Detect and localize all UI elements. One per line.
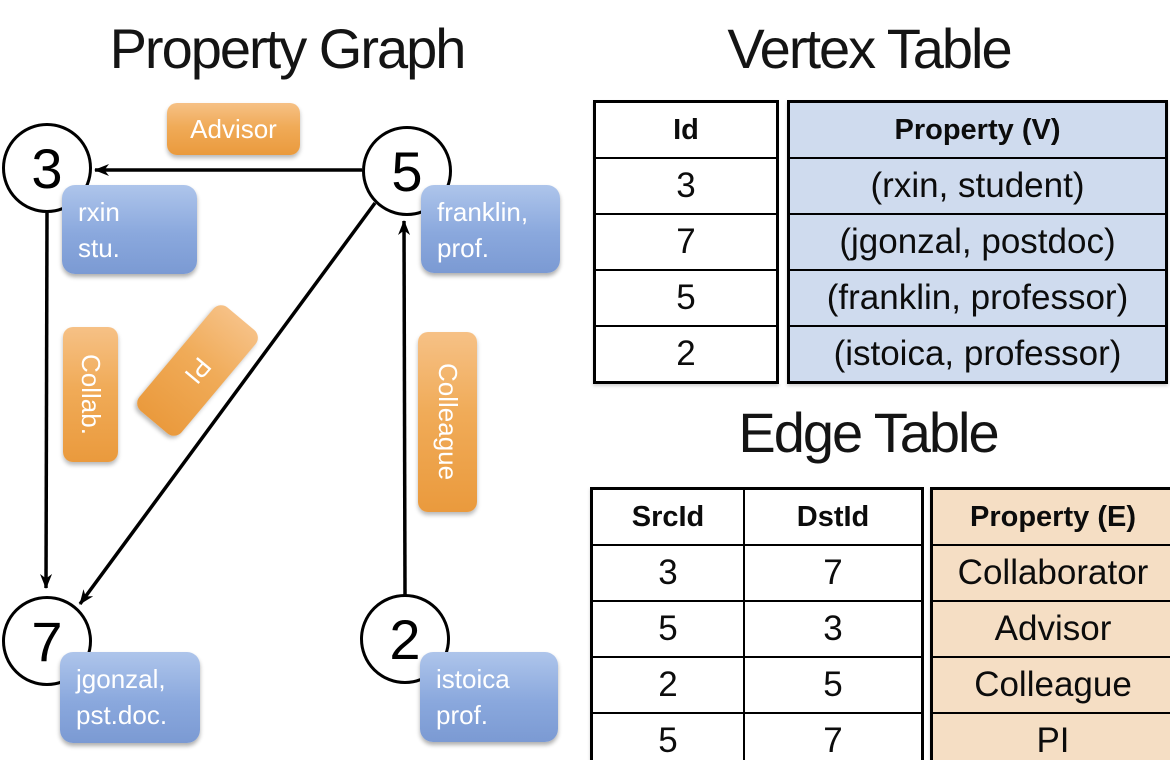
node-3-id: 3 — [31, 136, 63, 200]
vertex-property-box-2: istoica prof. — [420, 652, 558, 742]
graph-edges — [40, 164, 411, 606]
vertex-property-3-line1: rxin — [78, 197, 120, 227]
edge-table-id-columns: SrcId DstId 3 7 5 3 2 5 5 7 — [590, 487, 924, 760]
edge-table-cell-src: 5 — [590, 712, 745, 760]
edge-table-cell-dst: 7 — [743, 544, 924, 602]
node-2: 2 — [360, 594, 450, 684]
vertex-table-cell-property: (franklin, professor) — [787, 269, 1168, 327]
vertex-table-cell-property: (istoica, professor) — [787, 325, 1168, 384]
vertex-property-2-line2: prof. — [436, 700, 489, 731]
vertex-property-2-line1: istoica — [436, 664, 510, 694]
edge-table-cell-src: 2 — [590, 656, 745, 714]
vertex-table-header-id: Id — [593, 100, 779, 159]
node-7-id: 7 — [31, 609, 63, 673]
edge-table-header-srcid: SrcId — [590, 487, 745, 546]
edge-table-cell-property: Colleague — [930, 656, 1170, 714]
edge-table-cell-property: PI — [930, 712, 1170, 760]
edge-table-cell-src: 3 — [590, 544, 745, 602]
vertex-table-title: Vertex Table — [727, 17, 1012, 80]
edge-table-cell-property: Collaborator — [930, 544, 1170, 602]
edge-table-header-dstid: DstId — [743, 487, 924, 546]
edge-table-gutter — [924, 487, 930, 760]
vertex-table-cell-property: (jgonzal, postdoc) — [787, 213, 1168, 271]
vertex-table-gutter — [779, 100, 787, 384]
vertex-property-5-line2: prof. — [437, 233, 490, 264]
edge-label-advisor: Advisor — [167, 103, 300, 155]
edge-table-cell-dst: 3 — [743, 600, 924, 658]
vertex-table-cell-property: (rxin, student) — [787, 157, 1168, 215]
edge-label-colleague: Colleague — [418, 332, 477, 512]
vertex-property-box-7: jgonzal, pst.doc. — [60, 652, 200, 743]
vertex-table-cell-id: 7 — [593, 213, 779, 271]
vertex-table-cell-id: 2 — [593, 325, 779, 384]
vertex-table-cell-id: 3 — [593, 157, 779, 215]
vertex-property-box-3: rxin stu. — [62, 185, 197, 274]
node-5: 5 — [362, 126, 452, 216]
edge-table-cell-property: Advisor — [930, 600, 1170, 658]
edge-table: SrcId DstId 3 7 5 3 2 5 5 7 Property (E) — [590, 487, 1170, 760]
edge-table-title: Edge Table — [738, 401, 999, 464]
node-2-id: 2 — [389, 607, 421, 671]
edge-table-header-property: Property (E) — [930, 487, 1170, 546]
edge-table-cell-dst: 5 — [743, 656, 924, 714]
vertex-table-cell-id: 5 — [593, 269, 779, 327]
node-5-id: 5 — [391, 139, 423, 203]
vertex-table: Id 3 7 5 2 Property (V) (rxin, student) … — [593, 100, 1168, 384]
edge-table-cell-src: 5 — [590, 600, 745, 658]
edge-line-pi-5-to-7 — [78, 201, 377, 606]
vertex-table-id-column: Id 3 7 5 2 — [593, 100, 779, 384]
vertex-property-box-5: franklin, prof. — [421, 185, 560, 273]
edge-label-collab: Collab. — [63, 327, 118, 462]
edge-table-cell-dst: 7 — [743, 712, 924, 760]
vertex-table-header-property: Property (V) — [787, 100, 1168, 159]
vertex-property-7-line2: pst.doc. — [76, 700, 168, 731]
vertex-property-5-line1: franklin, — [437, 197, 529, 227]
vertex-table-property-column: Property (V) (rxin, student) (jgonzal, p… — [787, 100, 1168, 384]
property-graph-title: Property Graph — [109, 17, 467, 80]
vertex-property-3-line2: stu. — [78, 233, 120, 264]
edge-line-colleague-2-to-5 — [398, 220, 411, 596]
vertex-property-7-line1: jgonzal, — [76, 664, 166, 694]
edge-table-property-column: Property (E) Collaborator Advisor Collea… — [930, 487, 1170, 760]
edge-line-collab-3-to-7 — [40, 212, 53, 589]
